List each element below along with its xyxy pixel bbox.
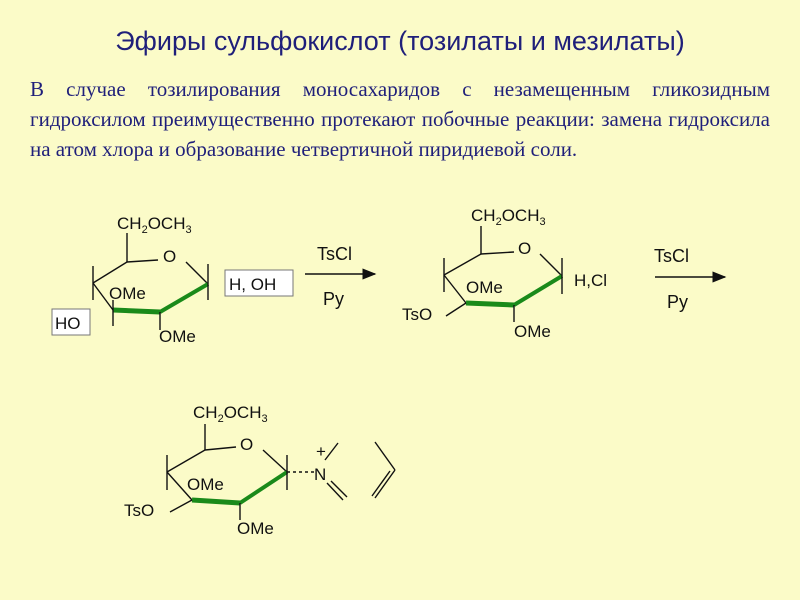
ome-label-1a: OMe	[109, 284, 146, 303]
molecule-3: CH2OCH3 O OMe OMe TsO + N	[124, 403, 396, 538]
ho-label: HO	[55, 314, 81, 333]
ring-bond-1c	[185, 261, 209, 285]
ring-oxygen-1: O	[163, 247, 176, 266]
page-title: Эфиры сульфокислот (тозилаты и мезилаты)	[115, 26, 685, 56]
bold-bond-3a	[191, 497, 241, 506]
ome-label-3a: OMe	[187, 475, 224, 494]
ring-oxygen-3: O	[240, 435, 253, 454]
ome-label-3b: OMe	[237, 519, 274, 538]
bold-bond-2a	[465, 300, 515, 308]
pyridinium-nitrogen: N	[314, 465, 326, 484]
ch2och3-label-1: CH2OCH3	[117, 214, 192, 236]
c3-bond-2	[445, 302, 467, 317]
ho-box	[51, 308, 91, 336]
c3-bond-3	[169, 499, 193, 513]
ring-bond-1b	[126, 259, 159, 263]
tso-label-2: TsO	[402, 305, 432, 324]
molecule-2: CH2OCH3 O OMe OMe TsO H,Cl	[402, 206, 607, 341]
pyridinium-bond-b2	[330, 480, 348, 498]
anomeric-label-1: H, OH	[229, 275, 276, 294]
ring-bond-3d	[166, 471, 193, 501]
ring-bond-2b	[480, 251, 515, 255]
molecule-1: CH2OCH3 O OMe OMe HO H, OH	[51, 214, 294, 346]
reaction-arrow-2: TsCl Py	[654, 246, 727, 312]
ring-bond-3c	[262, 449, 288, 473]
pyridinium-bond-d2	[371, 470, 391, 497]
reagent-tscl-2: TsCl	[654, 246, 689, 266]
bold-bond-3b	[238, 470, 289, 505]
bold-bond-1a	[112, 307, 161, 315]
ome-label-2a: OMe	[466, 278, 503, 297]
ring-bond-1d	[92, 282, 114, 311]
ch2och3-label-3: CH2OCH3	[193, 403, 268, 425]
ring-bond-2c	[539, 253, 563, 277]
pyridinium-bond-c	[374, 441, 396, 471]
ring-bond-3a	[166, 449, 206, 473]
ome-label-1b: OMe	[159, 327, 196, 346]
anomeric-label-2: H,Cl	[574, 271, 607, 290]
ring-bond-1a	[92, 261, 128, 284]
pyridinium-bond-d	[374, 469, 396, 499]
ch2och3-label-2: CH2OCH3	[471, 206, 546, 228]
pyridinium-bond-a	[324, 442, 339, 461]
reaction-arrow-1: TsCl Py	[305, 244, 377, 309]
ring-bond-3b	[204, 446, 237, 451]
reagent-py-2: Py	[667, 292, 688, 312]
pyridinium-charge: +	[316, 442, 326, 461]
ome-label-2b: OMe	[514, 322, 551, 341]
anomeric-box-1	[224, 269, 294, 297]
bold-bond-2b	[512, 274, 564, 307]
intro-paragraph: В случае тозилирования моносахаридов с н…	[30, 77, 770, 161]
tso-label-3: TsO	[124, 501, 154, 520]
ring-oxygen-2: O	[518, 239, 531, 258]
ring-bond-2d	[443, 274, 467, 304]
pyridinium-bond-b	[326, 482, 344, 501]
reagent-tscl-1: TsCl	[317, 244, 352, 264]
bold-bond-1b	[158, 282, 210, 314]
reagent-py-1: Py	[323, 289, 344, 309]
ring-bond-2a	[443, 253, 482, 276]
